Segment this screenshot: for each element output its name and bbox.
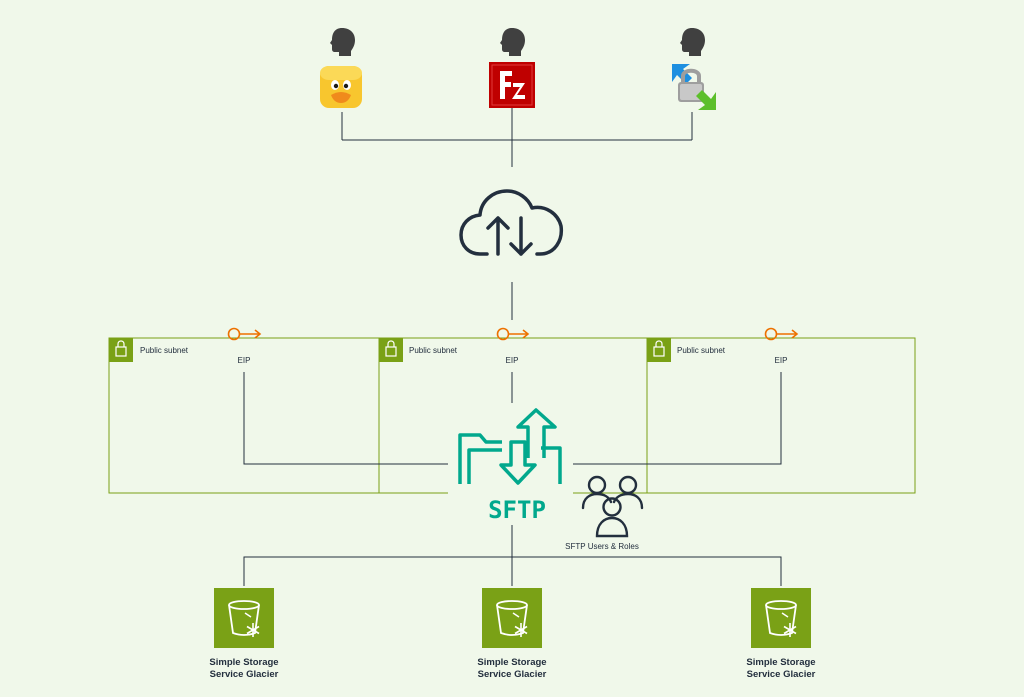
glacier-storage-icon-3 [751, 588, 811, 648]
glacier-storage-icon-1 [214, 588, 274, 648]
subnet-lock-icon-3 [647, 338, 671, 362]
users-roles-label: SFTP Users & Roles [565, 542, 639, 551]
eip-label-2: EIP [505, 356, 519, 365]
cloud-upload-download-icon [459, 189, 564, 256]
user-icon-1 [330, 28, 355, 56]
subnet-lock-icon-1 [109, 338, 133, 362]
user-icon-2 [500, 28, 525, 56]
cyberduck-icon [320, 66, 362, 108]
glacier-label-3: Simple Storage Service Glacier [726, 657, 836, 681]
public-subnet-3 [646, 337, 916, 494]
glacier-label-1-line1: Simple Storage [209, 657, 279, 668]
eip-icon-3 [764, 327, 799, 341]
filezilla-icon [489, 62, 535, 108]
glacier-storage-icon-2 [482, 588, 542, 648]
connector-lines [243, 108, 782, 586]
subnet-lock-icon-2 [379, 338, 403, 362]
subnet-label-3: Public subnet [677, 346, 726, 355]
glacier-label-1-line2: Service Glacier [209, 669, 279, 680]
glacier-label-3-line1: Simple Storage [746, 657, 816, 668]
sftp-transfer-icon: SFTP [448, 405, 573, 525]
eip-icon-2 [496, 327, 530, 341]
eip-label-1: EIP [237, 356, 251, 365]
user-icon-3 [680, 28, 705, 56]
subnet-label-2: Public subnet [409, 346, 458, 355]
glacier-label-2-line2: Service Glacier [477, 669, 547, 680]
eip-icon-1 [227, 327, 262, 341]
users-roles-icon [581, 475, 644, 538]
glacier-label-2: Simple Storage Service Glacier [457, 657, 567, 681]
glacier-label-2-line1: Simple Storage [477, 657, 547, 668]
winscp-icon [672, 64, 716, 110]
subnet-label-1: Public subnet [140, 346, 189, 355]
glacier-label-3-line2: Service Glacier [746, 669, 816, 680]
eip-label-3: EIP [774, 356, 788, 365]
glacier-label-1: Simple Storage Service Glacier [189, 657, 299, 681]
sftp-label: SFTP [488, 496, 546, 524]
